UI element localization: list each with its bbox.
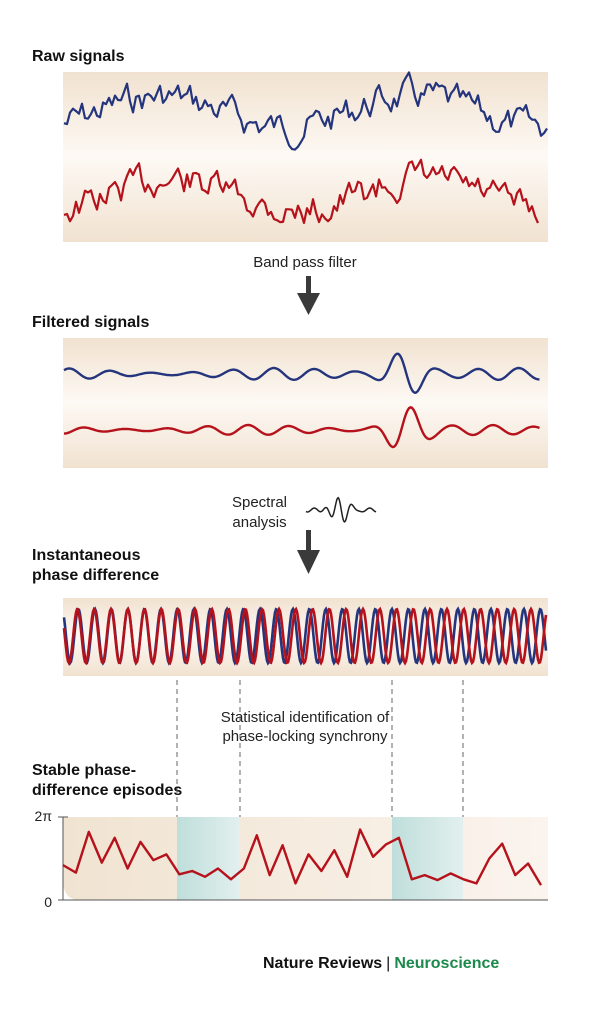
phase-axis-bottom-label: 0 bbox=[44, 894, 52, 910]
filtered-signals-heading: Filtered signals bbox=[32, 314, 150, 331]
raw-signals-heading: Raw signals bbox=[32, 48, 125, 65]
phase-axis-top-label: 2π bbox=[34, 808, 52, 824]
wavelet-icon bbox=[305, 496, 377, 523]
raw-signal-red bbox=[63, 158, 540, 224]
statistical-label-line1: Statistical identification of bbox=[220, 709, 390, 726]
stable-episode-1 bbox=[177, 817, 240, 900]
brand-separator: | bbox=[386, 955, 391, 972]
journal-brand: Nature Reviews|Neuroscience bbox=[263, 955, 499, 973]
axis-corner bbox=[63, 880, 80, 900]
instantaneous-heading-line2: phase difference bbox=[32, 567, 160, 584]
spectral-analysis-label-line1: Spectral bbox=[231, 494, 288, 511]
filtered-signal-red bbox=[63, 406, 540, 449]
spectral-analysis-label-line2: analysis bbox=[232, 514, 287, 531]
band-pass-filter-label: Band pass filter bbox=[253, 254, 357, 271]
stable-heading-line2: difference episodes bbox=[32, 782, 183, 799]
statistical-label-line2: phase-locking synchrony bbox=[222, 728, 388, 745]
journal-name: Nature Reviews bbox=[263, 955, 383, 972]
raw-signal-blue bbox=[63, 71, 548, 151]
instantaneous-heading-line1: Instantaneous bbox=[32, 547, 141, 564]
down-arrow-icon bbox=[297, 276, 320, 315]
stable-episode-2 bbox=[392, 817, 463, 900]
down-arrow-icon bbox=[297, 530, 320, 574]
filtered-band bbox=[63, 338, 548, 468]
phase-difference-line bbox=[62, 828, 543, 886]
raw-band-mid bbox=[63, 150, 548, 160]
phase-signal-red bbox=[62, 606, 548, 666]
journal-section: Neuroscience bbox=[394, 955, 500, 972]
stable-heading-line1: Stable phase- bbox=[32, 762, 137, 779]
filtered-signal-blue bbox=[63, 352, 540, 394]
